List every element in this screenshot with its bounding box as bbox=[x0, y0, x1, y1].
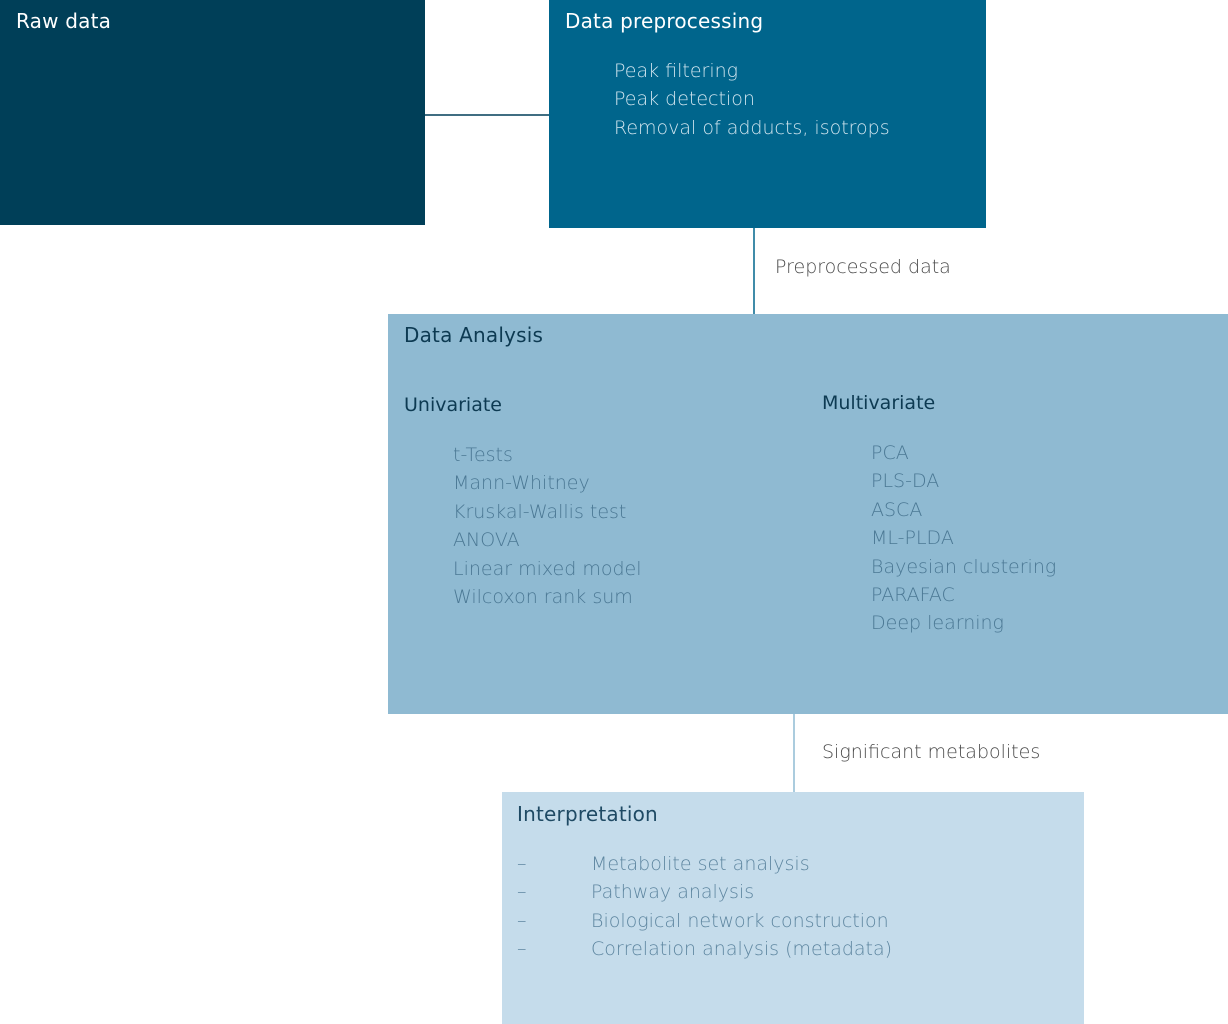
interpretation-item: – Pathway analysis bbox=[517, 878, 892, 906]
preprocessing-step: Peak filtering bbox=[614, 60, 739, 82]
preprocessing-step: Peak detection bbox=[614, 88, 755, 111]
interpretation-item-list: – Metabolite set analysis – Pathway anal… bbox=[517, 850, 892, 964]
univariate-method: Wilcoxon rank sum bbox=[453, 586, 633, 609]
dash-bullet: – bbox=[517, 853, 527, 875]
univariate-method: t-Tests bbox=[453, 444, 513, 466]
multivariate-method: PARAFAC bbox=[871, 584, 955, 607]
preprocessing-step-list: Peak filtering Peak detection Removal of… bbox=[614, 57, 890, 142]
dash-bullet: – bbox=[517, 909, 527, 932]
interpretation-item-label: Metabolite set analysis bbox=[591, 853, 810, 875]
multivariate-method: ML-PLDA bbox=[871, 527, 954, 550]
multivariate-method: PCA bbox=[871, 442, 909, 464]
data-preprocessing-box: Data preprocessing Peak filtering Peak d… bbox=[549, 0, 986, 228]
multivariate-method: PLS-DA bbox=[871, 470, 940, 493]
multivariate-method: Deep learning bbox=[871, 612, 1004, 635]
interpretation-title: Interpretation bbox=[517, 802, 658, 826]
data-analysis-title: Data Analysis bbox=[404, 323, 544, 347]
univariate-method: Kruskal-Wallis test bbox=[453, 500, 627, 523]
edge-label-preprocessed-data: Preprocessed data bbox=[775, 256, 951, 278]
multivariate-heading: Multivariate bbox=[822, 392, 936, 414]
interpretation-item-label: Correlation analysis (metadata) bbox=[591, 938, 893, 961]
dash-bullet: – bbox=[517, 938, 527, 961]
data-analysis-box: Data Analysis Univariate t-Tests Mann-Wh… bbox=[388, 314, 1228, 714]
raw-data-title: Raw data bbox=[16, 9, 112, 33]
multivariate-method-list: PCA PLS-DA ASCA ML-PLDA Bayesian cluster… bbox=[871, 439, 1056, 638]
univariate-method: ANOVA bbox=[453, 529, 520, 552]
interpretation-item: – Biological network construction bbox=[517, 907, 892, 935]
interpretation-item: – Correlation analysis (metadata) bbox=[517, 935, 892, 963]
univariate-method: Linear mixed model bbox=[453, 557, 642, 580]
preprocessing-step: Removal of adducts, isotrops bbox=[614, 116, 890, 139]
multivariate-method: ASCA bbox=[871, 498, 923, 521]
dash-bullet: – bbox=[517, 881, 527, 904]
interpretation-item: – Metabolite set analysis bbox=[517, 850, 892, 878]
univariate-method-list: t-Tests Mann-Whitney Kruskal-Wallis test… bbox=[453, 441, 642, 611]
interpretation-item-label: Biological network construction bbox=[591, 909, 889, 932]
multivariate-method: Bayesian clustering bbox=[871, 555, 1057, 578]
univariate-heading: Univariate bbox=[404, 394, 502, 416]
data-preprocessing-title: Data preprocessing bbox=[565, 9, 764, 33]
edge-label-significant-metabolites: Significant metabolites bbox=[822, 741, 1041, 763]
raw-data-box: Raw data bbox=[0, 0, 425, 225]
interpretation-box: Interpretation – Metabolite set analysis… bbox=[502, 792, 1084, 1024]
univariate-method: Mann-Whitney bbox=[453, 472, 590, 495]
interpretation-item-label: Pathway analysis bbox=[591, 881, 755, 904]
